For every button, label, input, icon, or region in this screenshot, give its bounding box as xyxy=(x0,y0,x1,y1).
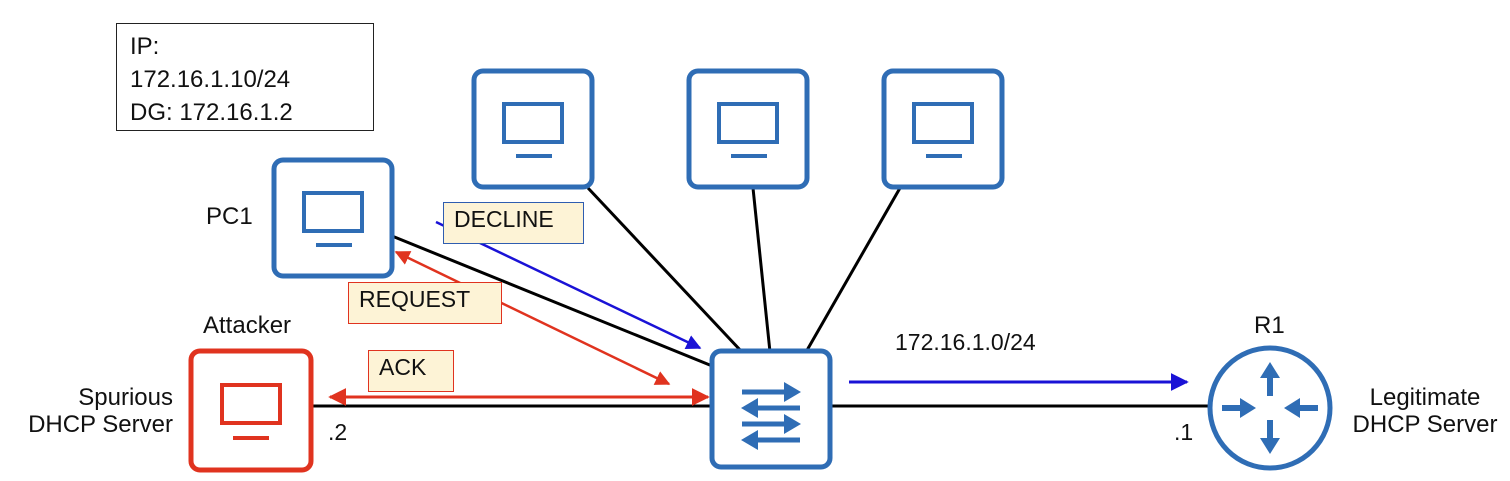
pc-icon xyxy=(502,102,564,158)
spurious-dhcp-label: Spurious DHCP Server xyxy=(20,384,173,438)
link-pc3-switch xyxy=(751,187,772,353)
request-message-tag: REQUEST xyxy=(348,282,502,324)
pc1-ip-info-box: IP: 172.16.1.10/24 DG: 172.16.1.2 xyxy=(116,23,374,131)
info-line-address: 172.16.1.10/24 xyxy=(130,66,291,93)
pc3-device[interactable] xyxy=(686,68,810,190)
network-label: 172.16.1.0/24 xyxy=(895,329,1036,355)
router-icon xyxy=(1222,362,1318,454)
pc4-device[interactable] xyxy=(881,68,1005,190)
legit-label-line1: Legitimate xyxy=(1369,384,1481,411)
switch-device[interactable] xyxy=(709,348,833,470)
attacker-label: Attacker xyxy=(203,312,292,339)
router-ip-label: .1 xyxy=(1174,419,1194,445)
info-line-gateway: DG: 172.16.1.2 xyxy=(130,99,293,126)
legit-label-line2: DHCP Server xyxy=(1352,411,1498,438)
pc-icon xyxy=(302,191,364,247)
pc1-device[interactable] xyxy=(271,157,395,279)
attacker-device[interactable] xyxy=(188,348,314,473)
link-pc2-switch xyxy=(586,186,744,354)
pc-icon xyxy=(717,102,779,158)
ack-message-tag: ACK xyxy=(368,350,454,392)
legitimate-dhcp-label: Legitimate DHCP Server xyxy=(1340,384,1510,438)
r1-label: R1 xyxy=(1254,312,1285,339)
link-pc4-switch xyxy=(804,187,902,353)
pc2-device[interactable] xyxy=(471,68,595,190)
attacker-ip-label: .2 xyxy=(328,419,348,445)
pc-icon xyxy=(220,383,282,440)
router-r1-device[interactable] xyxy=(1207,345,1333,471)
spurious-label-line2: DHCP Server xyxy=(28,411,173,438)
request-arrow xyxy=(394,250,671,386)
pc-icon xyxy=(912,102,974,158)
decline-message-tag: DECLINE xyxy=(443,202,584,244)
info-line-ip: IP: xyxy=(130,33,160,60)
switch-icon xyxy=(741,382,801,450)
spurious-label-line1: Spurious xyxy=(78,384,173,411)
pc1-label: PC1 xyxy=(206,203,253,230)
